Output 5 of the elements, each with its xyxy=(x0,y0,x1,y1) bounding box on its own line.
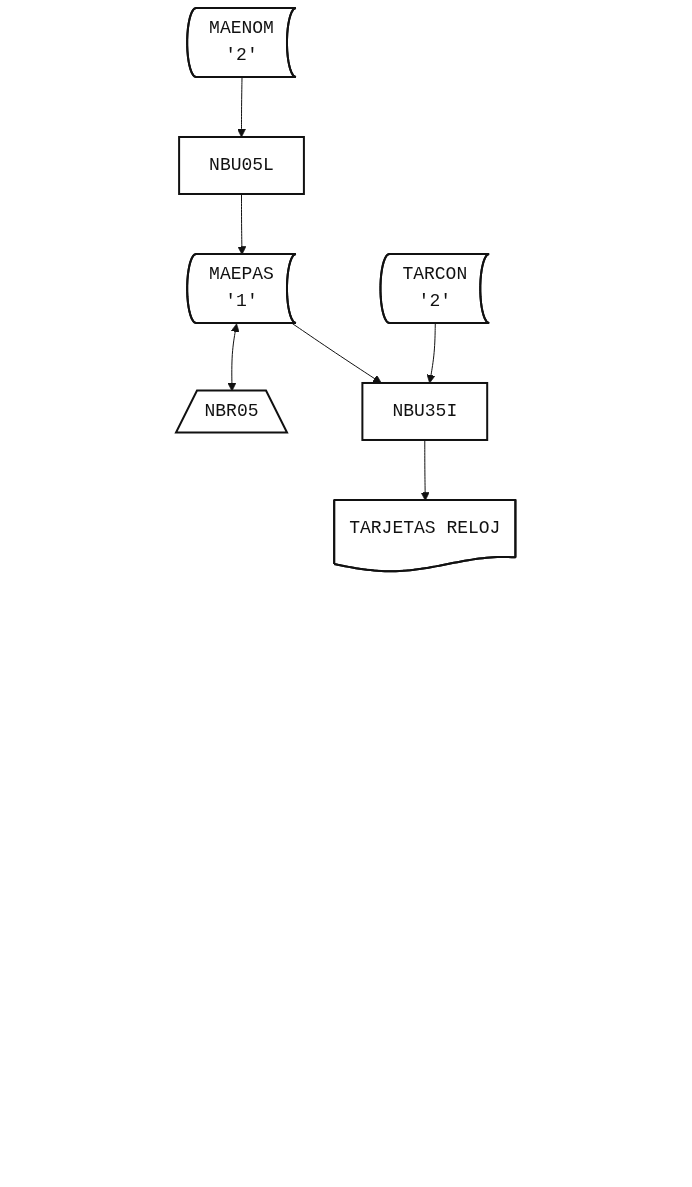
node-box: NBU05L xyxy=(178,136,306,195)
arrow xyxy=(292,323,382,384)
arrow xyxy=(426,323,437,384)
node-box: NBU35I xyxy=(361,382,489,441)
arrow xyxy=(237,77,247,138)
